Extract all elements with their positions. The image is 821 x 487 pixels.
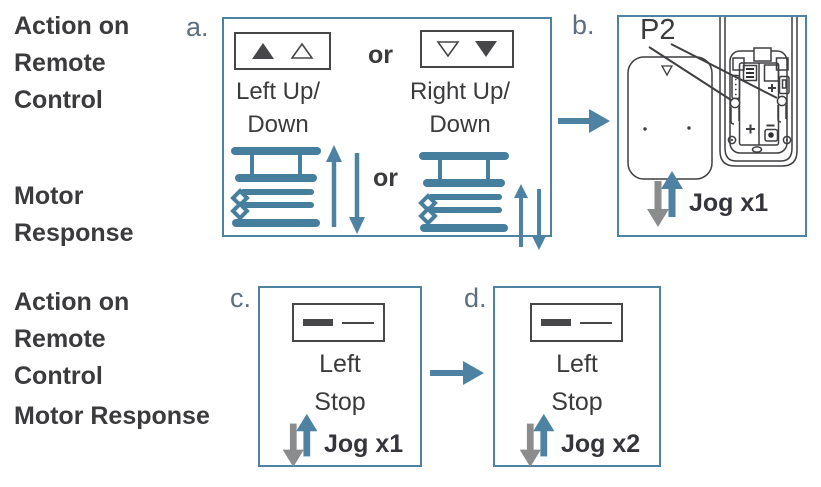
shade-icon: [230, 147, 321, 227]
panel-b-label: b.: [572, 10, 595, 40]
up-down-arrows-icon: [326, 145, 365, 234]
jog-arrows-icon: [519, 413, 555, 468]
or-label: or: [373, 164, 398, 192]
remote-up-buttons: [234, 32, 331, 70]
shade-icon: [418, 152, 509, 232]
jog-count-label: Jog x2: [561, 430, 641, 458]
jog-arrows-icon: [282, 413, 318, 468]
stop-dash-filled-icon: [303, 319, 333, 326]
right-updown-caption: Right Up/ Down: [409, 78, 511, 138]
jog-count-label: Jog x1: [689, 189, 769, 217]
panel-b: P2 Jog x1: [617, 14, 807, 237]
remote-stop-buttons: [530, 303, 623, 342]
p2-label: P2: [640, 14, 676, 46]
stop-dash-filled-icon: [541, 319, 571, 326]
panel-a: or Left Up/ Down Right Up/ Down: [222, 17, 552, 250]
panel-d: Left Stop Jog x2: [493, 286, 661, 468]
down-triangle-filled-icon: [475, 41, 497, 57]
panel-a-label: a.: [186, 12, 209, 42]
panel-d-label: d.: [464, 283, 487, 313]
down-triangle-outline-icon: [436, 41, 460, 58]
motor-response-label-top: Motor Response: [14, 182, 134, 247]
panel-c: Left Stop Jog x1: [258, 286, 422, 468]
up-triangle-filled-icon: [252, 43, 274, 59]
left-stop-caption: Left Stop: [551, 350, 603, 416]
left-stop-caption: Left Stop: [314, 350, 366, 416]
remote-down-buttons: [420, 30, 514, 68]
left-updown-caption: Left Up/ Down: [235, 78, 321, 138]
stop-dash-outline-icon: [580, 321, 612, 324]
up-triangle-outline-icon: [290, 42, 314, 59]
remote-stop-buttons: [292, 303, 385, 342]
panel-c-label: c.: [230, 283, 252, 313]
up-down-arrows-small-icon: [514, 184, 546, 250]
action-on-remote-label-top: Action on Remote Control: [14, 12, 130, 114]
arrow-a-to-b-icon: [558, 109, 610, 133]
action-on-remote-label-bottom: Action on Remote Control: [14, 288, 130, 390]
jog-count-label: Jog x1: [324, 430, 404, 458]
remote-back-diagram-icon: [627, 17, 798, 180]
jog-arrows-icon: [647, 171, 683, 227]
stop-dash-outline-icon: [342, 321, 374, 324]
or-label: or: [368, 41, 393, 69]
arrow-c-to-d-icon: [430, 361, 484, 385]
motor-response-label-bottom: Motor Response: [14, 402, 210, 430]
